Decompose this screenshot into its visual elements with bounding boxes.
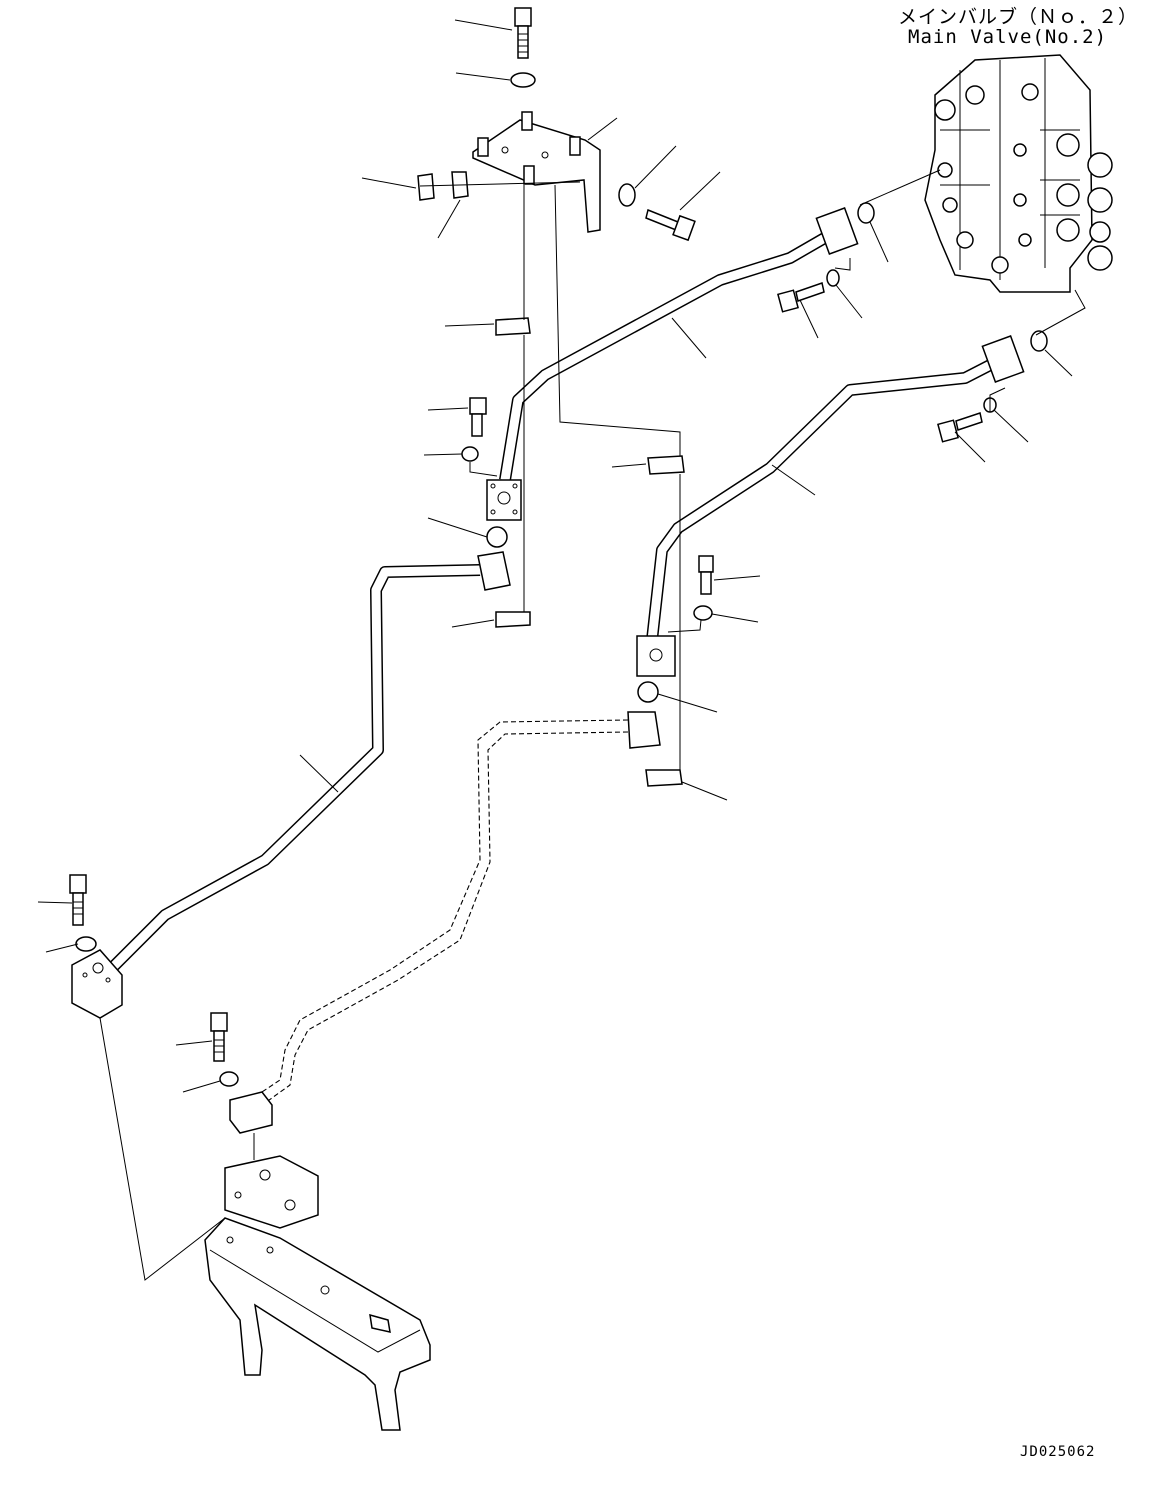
o-ring-icon bbox=[637, 681, 659, 703]
main-valve-icon bbox=[924, 54, 1113, 293]
pipe-icon bbox=[249, 719, 629, 1109]
clamp-icon bbox=[495, 317, 685, 787]
flange-block-icon bbox=[627, 711, 661, 749]
flange-block-icon bbox=[71, 551, 511, 1019]
bolt-icon bbox=[469, 397, 487, 437]
o-ring-icon bbox=[486, 526, 508, 548]
washer-icon bbox=[826, 269, 840, 287]
bolt-icon bbox=[210, 1012, 228, 1062]
title-english: Main Valve(No.2) bbox=[908, 26, 1108, 48]
washer-icon bbox=[618, 183, 636, 207]
washer-icon bbox=[461, 446, 479, 462]
bolt-icon bbox=[69, 874, 87, 926]
o-ring-icon bbox=[857, 202, 875, 224]
leader-lines bbox=[37, 19, 1073, 1093]
clamp-icon bbox=[417, 171, 469, 201]
pipe-icon bbox=[499, 226, 839, 481]
bracket-icon bbox=[472, 111, 601, 233]
pipe-icon bbox=[646, 354, 1003, 641]
connection-lines bbox=[99, 169, 1086, 1281]
washer-icon bbox=[219, 1071, 239, 1087]
o-ring-icon bbox=[1030, 330, 1048, 352]
bolt-icon bbox=[937, 412, 983, 443]
flange-block-icon bbox=[486, 479, 522, 521]
bolt-icon bbox=[514, 7, 532, 59]
flange-block-icon bbox=[815, 207, 859, 255]
bolt-icon bbox=[698, 555, 714, 595]
drawing-code: JD025062 bbox=[1020, 1444, 1096, 1460]
title-japanese: メインバルブ（Ｎｏ．２） bbox=[898, 6, 1139, 28]
frame-icon bbox=[204, 1217, 431, 1431]
pipe-icon bbox=[105, 564, 481, 975]
washer-icon bbox=[75, 936, 97, 952]
flange-block-icon bbox=[636, 635, 676, 677]
bolt-icon bbox=[645, 208, 696, 242]
bolt-icon bbox=[777, 282, 825, 313]
washer-icon bbox=[510, 72, 536, 88]
washer-icon bbox=[693, 605, 713, 621]
flange-block-icon bbox=[981, 335, 1025, 383]
flange-block-icon bbox=[224, 1091, 319, 1229]
